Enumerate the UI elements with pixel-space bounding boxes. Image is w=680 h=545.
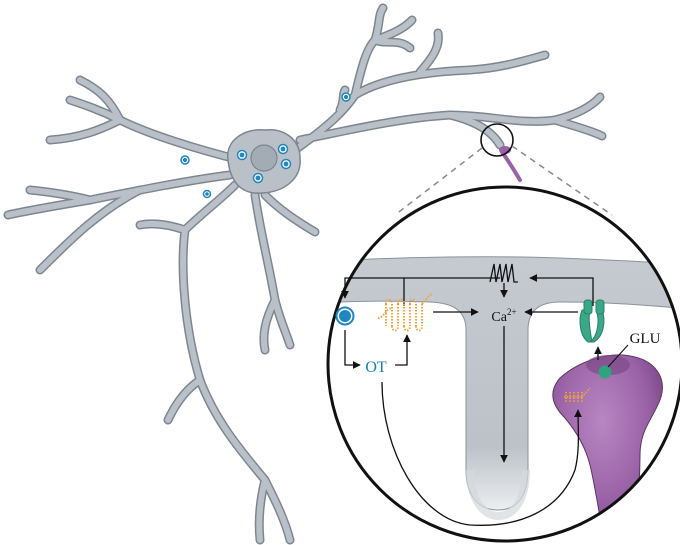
calcium-base: Ca bbox=[491, 310, 507, 325]
glu-molecule bbox=[598, 365, 612, 379]
dendrite-fill bbox=[5, 5, 605, 543]
ion-channel-icon bbox=[579, 299, 605, 343]
pathway-arrows bbox=[341, 274, 602, 526]
calcium-label: Ca2+ bbox=[491, 307, 516, 325]
spike-train-icon bbox=[489, 263, 518, 283]
glu-label: GLU bbox=[630, 331, 661, 347]
gpcr-icon bbox=[377, 293, 433, 332]
ot-vesicle-zoom bbox=[335, 306, 355, 326]
ot-label: OT bbox=[365, 359, 387, 376]
dendrite-shaft bbox=[328, 256, 680, 511]
calcium-superscript: 2+ bbox=[507, 307, 517, 317]
zoom-panel: OT Ca2+ GLU bbox=[326, 185, 680, 543]
shaft-ghost-1 bbox=[466, 469, 530, 521]
axon-small bbox=[500, 150, 522, 182]
glu-pointer bbox=[607, 344, 629, 368]
zoom-circle-border bbox=[326, 185, 680, 543]
terminal-receptor-icon bbox=[564, 387, 591, 402]
nucleus bbox=[250, 144, 278, 172]
terminal-cup bbox=[586, 355, 630, 375]
zoom-source-circle bbox=[480, 123, 514, 157]
neuron bbox=[3, 3, 607, 545]
zoom-lines bbox=[394, 145, 613, 216]
ot-vesicles bbox=[180, 92, 351, 199]
